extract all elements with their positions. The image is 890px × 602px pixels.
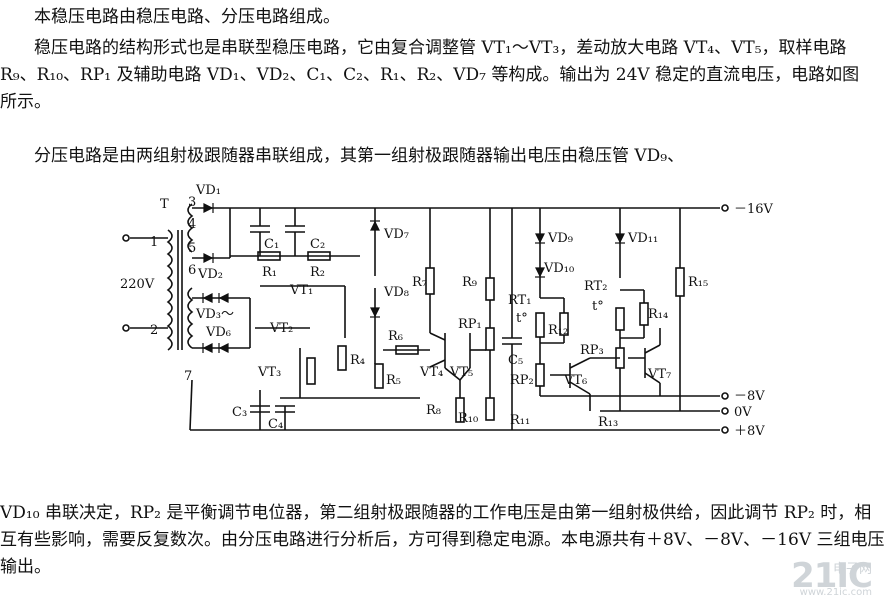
label-rt1: RT₁	[508, 293, 531, 308]
label-r1: R₁	[262, 265, 277, 280]
label-r12: R₁₂	[548, 323, 568, 338]
label-c3: C₃	[232, 405, 247, 420]
label-c5: C₅	[508, 353, 523, 368]
label-r2: R₂	[310, 265, 325, 280]
label-vd1: VD₁	[195, 183, 221, 198]
label-out-minus16v: －16V	[734, 202, 774, 217]
label-out-minus8v: －8V	[734, 389, 765, 404]
label-vt7: VT₇	[647, 367, 671, 382]
paragraph-intro: 本稳压电路由稳压电路、分压电路组成。	[34, 7, 340, 27]
label-thermistor-t1: t°	[516, 311, 528, 326]
label-pin-4: 4	[188, 217, 196, 232]
watermark-brand: 21IC	[791, 556, 873, 596]
label-rp2: RP₂	[510, 373, 534, 388]
label-r10: R₁₀	[458, 411, 478, 426]
label-vd6: VD₆	[205, 325, 231, 340]
label-vt3: VT₃	[257, 365, 281, 380]
watermark-url: www.21ic.com	[799, 587, 872, 598]
label-r14: R₁₄	[648, 307, 668, 322]
label-vt2: VT₂	[269, 321, 293, 336]
label-vt1: VT₁	[289, 283, 313, 298]
label-vd7: VD₇	[383, 227, 409, 242]
paragraph-conclusion: VD₁₀ 串联决定，RP₂ 是平衡调节电位器，第二组射极跟随器的工作电压是由第一…	[0, 503, 885, 577]
label-out-0v: 0V	[734, 405, 752, 420]
label-pin-5: 5	[188, 241, 196, 256]
paragraph-divider: 分压电路是由两组射极跟随器串联组成，其第一组射极跟随器输出电压由稳压管 VD₉、	[34, 146, 685, 166]
label-vd2: VD₂	[197, 267, 223, 282]
paragraph-regulator: 稳压电路的结构形式也是串联型稳压电路，它由复合调整管 VT₁～VT₃，差动放大电…	[0, 38, 890, 112]
label-pin-1: 1	[150, 235, 158, 250]
label-vd8: VD₈	[383, 285, 409, 300]
circuit-diagram: T VD₁ VD₂ VD₃～ VD₆ VD₇ VD₈ VD₉ VD₁₀ VD₁₁…	[120, 183, 774, 439]
label-vt6: VT₆	[563, 373, 587, 388]
label-r15: R₁₅	[688, 275, 708, 290]
label-vt5: VT₅	[449, 365, 473, 380]
label-c4: C₄	[268, 417, 283, 432]
label-c2: C₂	[310, 237, 325, 252]
label-r7: R₇	[412, 275, 427, 290]
label-rt2: RT₂	[584, 279, 607, 294]
label-vd9: VD₉	[547, 231, 573, 246]
label-r4: R₄	[350, 353, 365, 368]
label-vd11: VD₁₁	[627, 231, 658, 246]
label-r13: R₁₃	[598, 415, 618, 430]
label-r5: R₅	[386, 373, 401, 388]
label-pin-3: 3	[188, 195, 196, 210]
label-r9: R₉	[462, 275, 477, 290]
watermark-sub: 电子网	[832, 562, 872, 577]
label-vd10: VD₁₀	[543, 261, 574, 276]
label-pin-6: 6	[188, 263, 196, 278]
label-rp3: RP₃	[580, 343, 604, 358]
label-thermistor-t2: t°	[592, 299, 604, 314]
label-out-plus8v: ＋8V	[734, 424, 765, 439]
label-rp1: RP₁	[458, 317, 482, 332]
label-r11: R₁₁	[510, 413, 530, 428]
label-c1: C₁	[264, 237, 279, 252]
label-transformer: T	[160, 197, 169, 212]
label-r8: R₈	[426, 403, 441, 418]
label-vd3: VD₃～	[195, 307, 234, 322]
label-ac-input: 220V	[120, 277, 155, 292]
label-r6: R₆	[388, 329, 403, 344]
watermark-logo: 21IC 电子网 www.21ic.com	[791, 556, 873, 598]
label-pin-7: 7	[184, 369, 192, 384]
label-pin-2: 2	[150, 323, 158, 338]
label-vt4: VT₄	[419, 365, 443, 380]
